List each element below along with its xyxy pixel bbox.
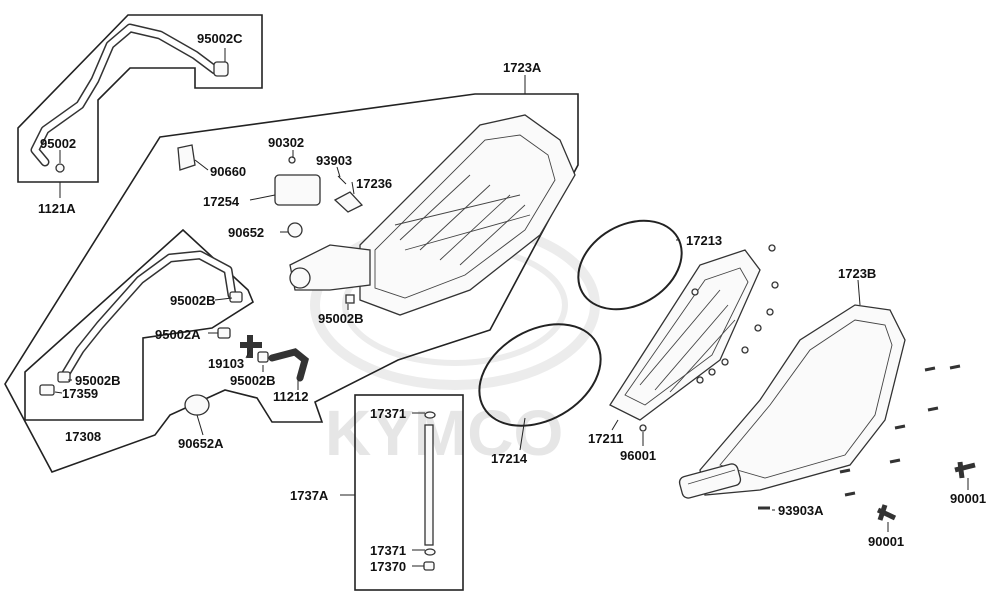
label-90652a: 90652A [178,436,224,451]
label-17370: 17370 [370,559,406,574]
label-17254: 17254 [203,194,240,209]
hose-17308 [39,250,243,396]
box-17308 [24,228,254,421]
label-11212: 11212 [273,389,308,404]
clamp-95002 [55,163,65,173]
label-93903: 93903 [316,153,352,168]
label-90001-bot: 90001 [868,534,904,549]
screws-group [639,244,976,521]
leader-lines [54,48,969,567]
part-labels: 95002C 95002 1121A 1723A 90302 93903 906… [38,31,986,574]
plug-17359 [39,384,55,396]
label-1723a: 1723A [503,60,542,75]
label-19103: 19103 [208,356,244,371]
label-17214: 17214 [491,451,528,466]
label-1121a: 1121A [38,201,76,216]
label-95002a: 95002A [155,327,201,342]
label-95002c: 95002C [197,31,243,46]
label-17213: 17213 [686,233,722,248]
box-1121a [17,14,263,183]
bracket-17236 [333,191,364,213]
label-90302: 90302 [268,135,304,150]
label-95002b-mid: 95002B [318,311,364,326]
joint-19103 [240,335,262,358]
box-1737a [354,394,464,591]
breather-tube-1737a [423,411,436,571]
cover-17254 [274,174,321,206]
clamp-95002b-top [229,291,243,303]
label-95002: 95002 [40,136,76,151]
clamp-95002b-left [57,371,71,383]
gasket-17213 [577,219,683,311]
clip-90660 [177,144,196,171]
clamp-95002a [217,327,231,339]
clamp-95002b-low [257,351,269,363]
label-90652: 90652 [228,225,264,240]
watermark-text: KYMCO [325,397,563,469]
bolt-90302 [288,156,296,164]
label-17236: 17236 [356,176,392,191]
air-cleaner-case-1723a [177,114,576,316]
screw-93903 [337,175,347,185]
bolt-90001-bot [876,504,897,521]
clamp-90652a [184,394,210,416]
label-17308: 17308 [65,429,101,444]
gasket-17214 [478,323,602,427]
label-95002b-top: 95002B [170,293,216,308]
label-1737a: 1737A [290,488,329,503]
label-95002b-low: 95002B [230,373,276,388]
label-17359: 17359 [62,386,98,401]
clamp-90652 [287,222,303,238]
screw-96001 [639,424,647,432]
label-93903a: 93903A [778,503,824,518]
label-17211: 17211 [588,431,623,446]
hose-11212 [268,348,309,382]
clamp-95002c [213,61,229,77]
label-90660: 90660 [210,164,246,179]
label-96001: 96001 [620,448,656,463]
box-1723a [4,93,579,473]
element-17211 [609,249,761,421]
bolt-90001-right [954,461,976,479]
label-17371-bot: 17371 [370,543,406,558]
label-17371-top: 17371 [370,406,406,421]
hose-1121a [30,23,229,173]
label-95002b-left: 95002B [75,373,121,388]
cover-1723b [678,304,906,499]
label-1723b: 1723B [838,266,876,281]
clamp-95002b-mid [345,294,355,304]
label-90001-right: 90001 [950,491,986,506]
